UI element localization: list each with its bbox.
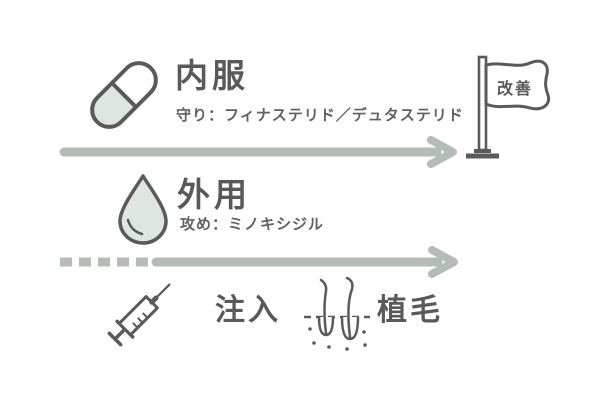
syringe-icon (105, 277, 201, 353)
solid-arrow (57, 136, 462, 168)
label-injection: 注入 (215, 294, 281, 327)
flag-icon: 改善 (462, 52, 554, 164)
hair-follicle-icon (302, 277, 372, 353)
row-title-topical: 外用 (177, 176, 251, 213)
row-title-oral: 内服 (175, 57, 249, 94)
label-transplant: 植毛 (377, 294, 443, 327)
capsule-icon (84, 57, 164, 133)
row-subtitle-oral: 守り：フィナステリド／デュタステリド (176, 107, 464, 124)
drop-icon (114, 172, 172, 246)
dashed-solid-arrow (55, 246, 463, 278)
flag-label: 改善 (497, 79, 533, 98)
row-subtitle-topical: 攻め：ミノキシジル (180, 216, 325, 233)
